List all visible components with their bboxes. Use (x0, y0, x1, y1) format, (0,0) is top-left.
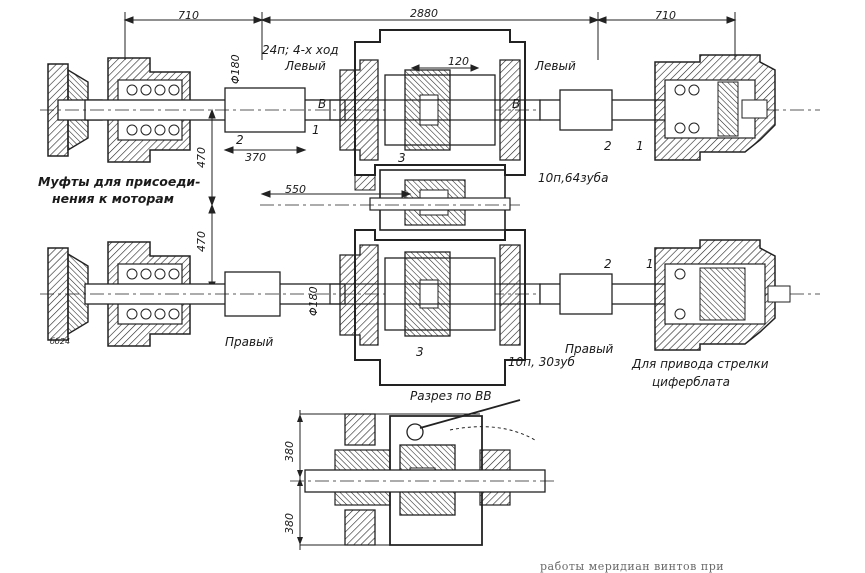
section-bb-view (290, 399, 555, 550)
dim-380-upper: 380 (283, 441, 296, 462)
top-right-shaft (539, 89, 681, 131)
part-top-1a: 1 (312, 123, 320, 137)
label-dial-line1: Для привода стрелки (632, 357, 769, 371)
dimension-550 (260, 190, 412, 198)
top-dimension-line (123, 12, 737, 60)
label-left-right: Левый (535, 59, 576, 73)
vertical-dimension-470 (208, 108, 216, 292)
dim-diameter-bottom: Φ180 (307, 286, 320, 316)
part-top-1b: 1 (636, 139, 644, 153)
label-section-title: Разрез по ВВ (410, 389, 492, 403)
part-bottom-2: 2 (604, 257, 612, 271)
label-gear-top: 10п,64зуба (538, 171, 609, 185)
part-top-3: 3 (398, 151, 406, 165)
gearbox-housing-bottom (329, 229, 541, 386)
dim-top-left: 710 (178, 9, 199, 22)
bottom-shaft (40, 271, 820, 317)
dim-470-upper: 470 (195, 147, 208, 168)
dimension-120 (410, 64, 480, 72)
dim-380-lower: 380 (283, 513, 296, 534)
label-left-top: Левый (285, 59, 326, 73)
label-right-bottom-right: Правый (565, 342, 614, 356)
middle-gear-pair (260, 169, 520, 231)
part-top-2b: 2 (604, 139, 612, 153)
dim-120: 120 (448, 55, 469, 68)
mark-b-left: B (318, 97, 327, 111)
label-gear-bottom: 10п, 30зуб (508, 355, 575, 369)
dim-diameter-top: Φ180 (229, 54, 242, 84)
mark-b-right: B (512, 97, 521, 111)
dim-550: 550 (285, 183, 306, 196)
part-top-2a: 2 (236, 133, 244, 147)
mark-small: бб24 (50, 337, 71, 346)
bottom-right-bearing-housing (654, 239, 791, 351)
dim-370: 370 (245, 151, 266, 164)
label-couplings-line2: нения к моторам (52, 191, 174, 206)
bottom-right-shaft (539, 273, 681, 315)
part-bottom-3: 3 (416, 345, 424, 359)
dim-top-right: 710 (655, 9, 676, 22)
label-dial-line2: циферблата (652, 375, 730, 389)
dim-470-lower: 470 (195, 231, 208, 252)
top-shaft (40, 87, 820, 133)
label-worm-spec: 24п; 4-х ход (262, 43, 339, 57)
top-right-bearing-housing (654, 54, 776, 161)
gearbox-housing-top (329, 29, 541, 176)
dim-top-middle: 2880 (410, 7, 438, 20)
part-bottom-1: 1 (646, 257, 654, 271)
label-couplings-line1: Муфты для присоеди- (38, 174, 201, 189)
dimension-370 (223, 146, 307, 154)
footer-faded-text: работы меридиан винтов при (540, 560, 725, 573)
label-right-bottom-left: Правый (225, 335, 274, 349)
